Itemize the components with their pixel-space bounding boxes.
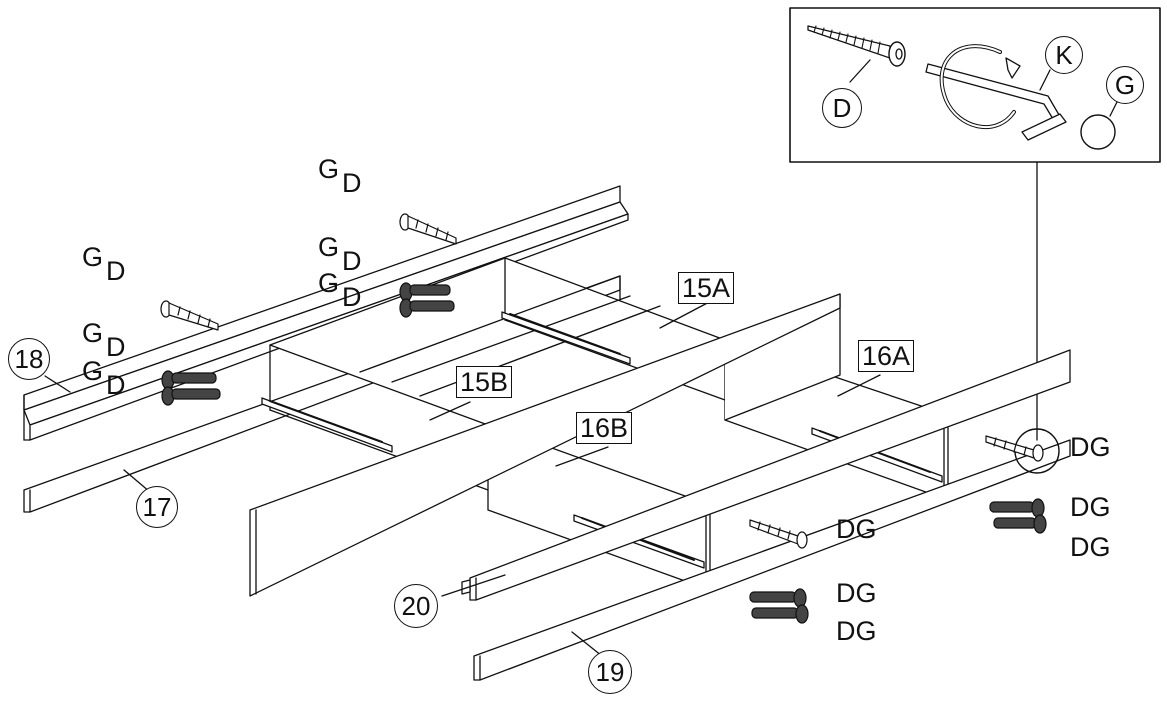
part-label-18: 18 <box>8 338 50 380</box>
leader-lines <box>44 299 881 657</box>
screws <box>160 213 1047 624</box>
callout-d: D <box>106 256 126 286</box>
part-label-19: 19 <box>588 650 632 694</box>
screw-icon <box>749 519 808 549</box>
callout-d: D <box>106 332 126 362</box>
callout-dg: DG <box>836 578 877 608</box>
screw-icon <box>399 213 457 245</box>
part-label-15a: 15A <box>678 272 735 304</box>
callout-d: D <box>342 282 362 312</box>
callout-dg: DG <box>1070 532 1111 562</box>
allen-key-icon <box>925 44 1067 141</box>
inset-label-k: K <box>1045 36 1083 74</box>
part-label-16a: 16A <box>858 340 915 372</box>
callout-g: G <box>82 242 104 272</box>
bolt-pair-icon <box>399 282 455 318</box>
callout-dg: DG <box>836 616 877 646</box>
part-label-17: 17 <box>136 486 178 528</box>
panel-19 <box>473 439 1071 681</box>
inset-label-g: G <box>1106 66 1144 104</box>
callout-dg: DG <box>1070 492 1111 522</box>
bolt-pair-icon <box>161 370 221 406</box>
screw-icon <box>160 300 219 331</box>
callout-g: G <box>82 318 104 348</box>
callout-g: G <box>82 356 104 386</box>
hardware-inset <box>789 7 1161 441</box>
part-label-20: 20 <box>394 584 438 628</box>
part-label-16b: 16B <box>576 412 633 444</box>
callout-g: G <box>318 154 340 184</box>
cover-cap-icon <box>1080 99 1119 150</box>
callout-d: D <box>342 168 362 198</box>
front-panel-left <box>249 293 841 597</box>
bolt-pair-icon <box>749 588 809 624</box>
part-label-15b: 15B <box>456 366 513 398</box>
bolt-pair-icon <box>989 498 1047 534</box>
screw-icon <box>807 25 906 83</box>
callout-g: G <box>318 232 340 262</box>
callout-g: G <box>318 268 340 298</box>
callout-d: D <box>342 246 362 276</box>
callout-d: D <box>106 370 126 400</box>
inset-label-d: D <box>822 88 862 128</box>
screw-icon <box>985 435 1044 462</box>
drawer-box-15 <box>261 257 726 491</box>
callout-dg: DG <box>836 514 877 544</box>
callout-dg: DG <box>1070 432 1111 462</box>
